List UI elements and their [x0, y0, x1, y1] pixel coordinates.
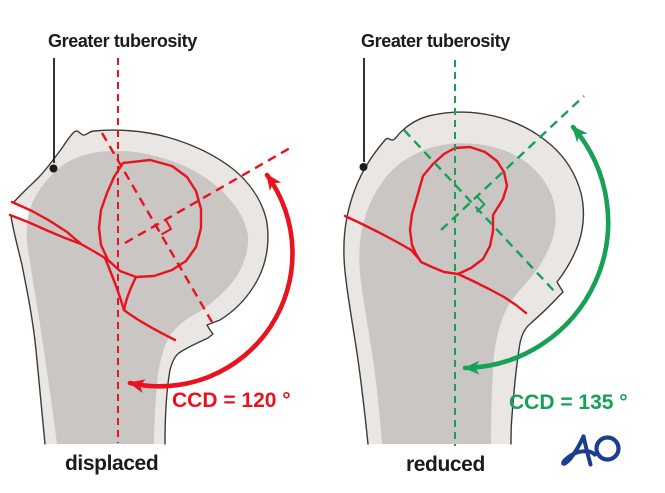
greater-tuberosity-label-right: Greater tuberosity [361, 31, 510, 51]
right-ccd-angle-arc [462, 124, 611, 375]
right-bone-reduced [343, 58, 611, 446]
ao-logo-letter-o [594, 435, 621, 462]
ccd-value-displaced: CCD = 120 ° [172, 389, 291, 412]
caption-reduced: reduced [406, 453, 485, 476]
ao-logo-letter-a-leg [581, 434, 593, 467]
ao-logo-letter-a [561, 434, 597, 466]
left-pointer-dot [49, 164, 58, 173]
greater-tuberosity-label-left: Greater tuberosity [48, 31, 197, 51]
left-ccd-angle-arc [127, 172, 295, 394]
left-bone-displaced [8, 58, 295, 445]
ccd-value-reduced: CCD = 135 ° [509, 391, 628, 414]
right-pointer-dot [359, 163, 368, 171]
left-bone-outline [10, 215, 46, 445]
ao-logo [561, 434, 621, 467]
caption-displaced: displaced [65, 452, 159, 475]
